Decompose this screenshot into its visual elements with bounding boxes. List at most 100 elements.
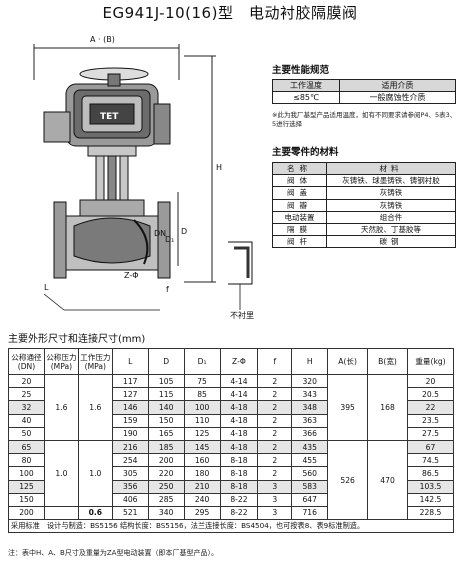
dims-heading: 主要外形尺寸和连接尺寸(mm) [8,334,146,345]
cell-h: 455 [291,453,329,468]
detail-label: 不衬里 [230,310,254,320]
cell-zf: 4-14 [219,387,259,402]
cell-weight: 228.5 [406,505,455,521]
part-name: 阀杆 [272,235,327,249]
actuator-mark: TET [100,112,119,122]
cell-weight: 23.5 [406,413,455,428]
cell-f: 3 [257,505,293,521]
parts-col-name: 名称 [272,161,327,176]
cell-d: 250 [147,479,185,494]
cell-d1: 160 [183,453,221,468]
col-l: L [111,348,149,375]
cell-f: 3 [257,479,293,494]
parts-heading: 主要零件的材料 [272,147,339,158]
parts-table: 名称 材料 阀体灰铸铁、球墨铸铁、铸钢衬胶 阀盖灰铸铁 阀瓣灰铸铁 电动装置组合… [272,161,456,249]
cell-zf: 4-18 [219,400,259,415]
dim-d1-label: D₁ [165,235,174,244]
cell-a-small: 395 [327,374,369,441]
cell-dn: 100 [8,466,45,481]
cell-f: 2 [257,439,293,455]
cell-weight: 20.5 [406,387,455,402]
cell-weight: 27.5 [406,426,455,441]
cell-dn: 40 [8,413,45,428]
part-name: 隔膜 [272,222,327,237]
part-material: 灰铸铁 [326,198,456,212]
cell-l: 159 [111,413,149,428]
cell-zf: 4-14 [219,373,259,389]
cell-h: 348 [291,400,329,415]
cell-d1: 295 [183,505,221,521]
cell-h: 363 [291,413,329,428]
performance-table: 工作温度 适用介质 ≤85℃ 一般腐蚀性介质 [271,79,456,104]
cell-d: 340 [147,505,185,521]
cell-h: 560 [291,466,329,481]
cell-zf: 4-18 [219,426,259,441]
col-b: B(宽) [367,348,408,375]
col-d1: D₁ [183,348,221,375]
cell-d1: 125 [183,426,221,441]
valve-yoke [87,145,137,203]
perf-medium-value: 一般腐蚀性介质 [339,91,456,104]
cell-zf: 8-22 [219,505,259,521]
cell-l: 117 [111,373,149,389]
cell-b-large: 470 [367,439,408,521]
cell-d: 200 [147,453,185,468]
cell-zf: 8-18 [219,479,259,494]
cell-h: 320 [291,373,329,389]
cell-l: 305 [111,466,149,481]
part-name: 电动装置 [272,210,327,224]
lining-detail [228,241,253,310]
dim-dn-label: DN [154,229,166,238]
cell-wp-high: 1.0 [77,439,113,507]
cell-f: 2 [257,400,293,415]
page-title: EG941J-10(16)型 电动衬胶隔膜阀 [102,4,358,22]
col-d: D [147,348,185,375]
electric-actuator [43,67,171,147]
cell-d: 150 [147,413,185,428]
cell-f: 2 [257,466,293,481]
dim-h-label: H [216,163,222,172]
part-material: 灰铸铁 [326,186,456,200]
perf-col-temp: 工作温度 [271,79,341,92]
parts-col-material: 材料 [326,161,456,176]
cell-l: 146 [111,400,149,415]
cell-d1: 240 [183,492,221,507]
performance-heading: 主要性能规范 [272,65,330,76]
cell-pn-low: 1.6 [43,374,79,441]
cell-d: 185 [147,439,185,455]
dim-d-label: D [181,227,187,236]
cell-zf: 8-18 [219,453,259,468]
cell-l: 406 [111,492,149,507]
cell-zf: 8-18 [219,466,259,481]
cell-l: 254 [111,453,149,468]
col-zf: Z-Φ [219,348,259,375]
part-name: 阀瓣 [272,198,327,212]
cell-d1: 100 [183,400,221,415]
cell-dn: 150 [8,492,45,507]
cell-dn: 32 [8,400,45,415]
performance-note: ※此为我厂基型产品适用温度，如有不同要求请参阅P4、5表3、5进行选择 [272,111,457,128]
cell-dn: 20 [8,373,45,389]
cell-d: 165 [147,426,185,441]
cell-dn: 80 [8,453,45,468]
cell-h: 583 [291,479,329,494]
cell-zf: 4-18 [219,413,259,428]
col-f: f [257,348,293,375]
cell-f: 3 [257,492,293,507]
cell-d1: 85 [183,387,221,402]
col-wp: 工作压力(MPa) [77,348,113,375]
cell-pn-high: 1.0 [43,439,79,507]
cell-wp-low: 1.6 [77,374,113,441]
valve-drawing: TET A · (B) H DN D₁ D Z-Φ f L 不衬里 [33,35,254,320]
cell-f: 2 [257,413,293,428]
part-material: 组合件 [326,210,456,224]
cell-weight: 74.5 [406,453,455,468]
part-material: 碳钢 [326,235,456,249]
cell-d: 105 [147,373,185,389]
cell-d1: 110 [183,413,221,428]
cell-pn-last [43,505,79,521]
cell-wp-last: 0.6 [77,505,113,521]
cell-h: 647 [291,492,329,507]
cell-f: 2 [257,373,293,389]
dim-f-label: f [166,285,169,294]
